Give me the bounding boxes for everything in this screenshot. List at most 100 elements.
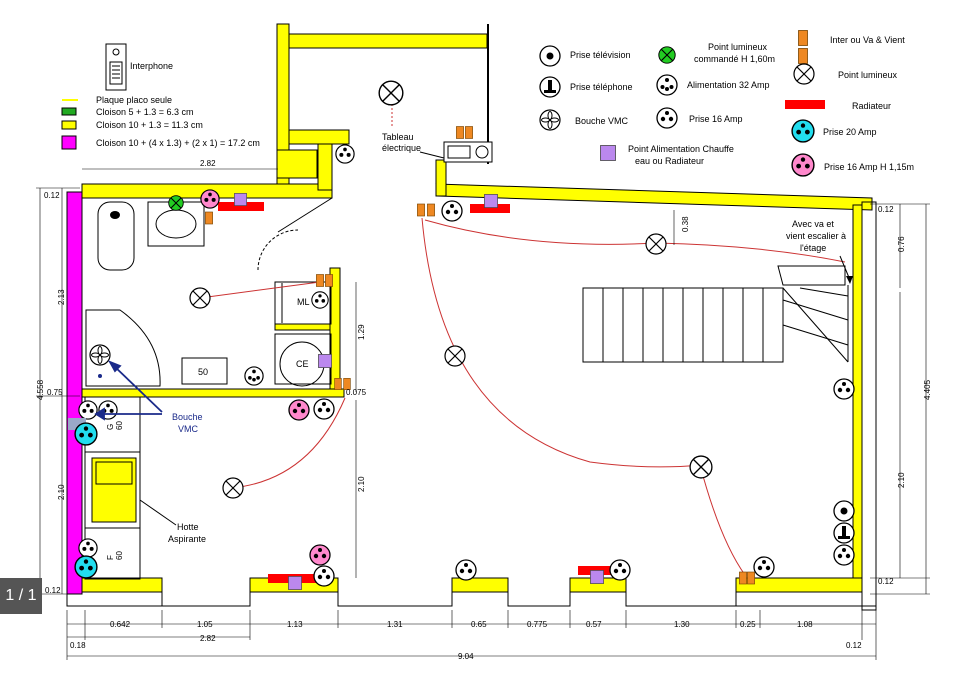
dim-b282: 2.82: [200, 634, 216, 643]
label-ml: ML: [297, 297, 310, 307]
label-hotte-2: Aspirante: [168, 534, 206, 544]
inter-icon: [798, 48, 808, 64]
label-hotte-1: Hotte: [177, 522, 199, 532]
legend-point-lumineux-cmd-2: commandé H 1,60m: [694, 54, 775, 64]
dim-282-top: 2.82: [200, 159, 216, 168]
legend-point-lumineux-cmd-1: Point lumineux: [708, 42, 768, 52]
radiator: [218, 202, 264, 211]
washbasin-bowl: [155, 209, 197, 239]
staircase: [582, 265, 849, 363]
inter-icon: [798, 30, 808, 46]
label-avec-1: Avec va et: [792, 219, 834, 229]
dim-075-l: 0.75: [47, 388, 63, 397]
dim-129: 1.29: [357, 324, 366, 340]
dim-075-m: 0.075: [346, 388, 367, 397]
bouche-vmc-icon: [539, 109, 561, 131]
prise-16-icon: [833, 378, 855, 400]
dim-b105: 1.05: [197, 620, 213, 629]
wall-bath-bottom: [81, 388, 345, 398]
inter-icon: [417, 203, 425, 217]
prise-16-icon: [656, 107, 678, 129]
prise-16-icon: [311, 291, 329, 309]
wire-2: [231, 397, 346, 489]
alim-32-icon: [656, 74, 678, 96]
wall-tableau-post: [435, 159, 447, 197]
wall-outer-br: [736, 592, 877, 607]
wire-3: [421, 217, 701, 468]
interphone-icon: [105, 43, 127, 91]
legend-alim-32: Alimentation 32 Amp: [687, 80, 770, 90]
dim-b113: 1.13: [287, 620, 303, 629]
legend-cloison-10-4: Cloison 10 + (4 x 1.3) + (2 x 1) = 17.2 …: [96, 138, 260, 148]
wall-outer-bl: [66, 594, 162, 607]
legend-interphone: Interphone: [130, 61, 173, 71]
wall-ml: [274, 323, 331, 331]
point-lumineux-icon: [645, 233, 667, 255]
dim-b057: 0.57: [586, 620, 602, 629]
wall-entry-post: [317, 143, 333, 191]
legend-point-lumineux: Point lumineux: [838, 70, 898, 80]
prise-television-icon: [833, 500, 855, 522]
prise-16-icon: [78, 400, 98, 420]
window-2: [337, 592, 453, 607]
point-lumineux-icon: [189, 287, 211, 309]
label-g: G: [106, 424, 115, 430]
alim-chauffe-icon: [234, 193, 247, 206]
symbols: [68, 80, 855, 590]
prise-20-icon: [74, 555, 98, 579]
dim-012-br: 0.12: [878, 577, 894, 586]
vmc-arrows: [94, 360, 163, 421]
legend-prise-telephone: Prise téléphone: [570, 82, 633, 92]
dim-210-r: 2.10: [897, 472, 906, 488]
point-lumineux-icon: [689, 455, 713, 479]
shower: [85, 309, 161, 387]
dimensions: 2.82 0.12 2.13 4.558 0.75 2.10 0.12 1.29…: [36, 159, 932, 661]
dim-b025: 0.25: [740, 620, 756, 629]
label-50: 50: [198, 367, 208, 377]
legend-prise-16: Prise 16 Amp: [689, 114, 743, 124]
legend-prise-20: Prise 20 Amp: [823, 127, 877, 137]
kitchen-counter: [84, 396, 141, 580]
dim-012-bl: 0.12: [45, 586, 61, 595]
window-3: [507, 592, 571, 607]
prise-16-icon: [753, 556, 775, 578]
label-avec-2: vient escalier à: [786, 231, 846, 241]
page-indicator: 1 / 1: [0, 578, 42, 614]
alim-chauffe-icon: [600, 145, 616, 161]
wall-entry-left: [276, 23, 290, 185]
bath-cabinet: [181, 357, 228, 385]
label-tableau-2: électrique: [382, 143, 421, 153]
stairs-landing: [777, 265, 846, 286]
prise-telephone-icon: [539, 76, 561, 98]
label-bouche-vmc-2: VMC: [178, 424, 199, 434]
inter-icon: [205, 211, 213, 225]
ml-box: [274, 281, 332, 325]
inter-icon: [747, 571, 755, 585]
wall-entry-inner: [288, 129, 350, 145]
dim-213: 2.13: [57, 289, 66, 305]
dim-b108: 1.08: [797, 620, 813, 629]
cloison-17-swatch: [61, 135, 77, 150]
legend-cloison-10: Cloison 10 + 1.3 = 11.3 cm: [96, 120, 203, 130]
wire-5: [699, 464, 746, 576]
dim-210-l: 2.10: [57, 484, 66, 500]
legend-inter-va-vient: Inter ou Va & Vient: [830, 35, 905, 45]
cloison-10-swatch: [61, 120, 77, 130]
inter-icon: [325, 274, 333, 287]
cloison-5-swatch: [61, 107, 77, 116]
legend-cloison-5: Cloison 5 + 1.3 = 6.3 cm: [96, 107, 194, 117]
label-avec-3: l'étage: [800, 243, 826, 253]
dim-076: 0.76: [897, 236, 906, 252]
point-lumineux-icon: [444, 345, 466, 367]
label-g60: 60: [115, 421, 124, 430]
dim-210-m: 2.10: [357, 476, 366, 492]
wall-bottom-1: [81, 577, 163, 593]
inter-icon: [316, 274, 324, 287]
point-lumineux-commande-icon: [658, 46, 676, 64]
wall-bottom-5: [735, 577, 863, 593]
dim-4558: 4.558: [36, 379, 45, 400]
sink-basin: [95, 461, 133, 485]
dim-b130: 1.30: [674, 620, 690, 629]
dim-4405: 4.405: [923, 379, 932, 400]
